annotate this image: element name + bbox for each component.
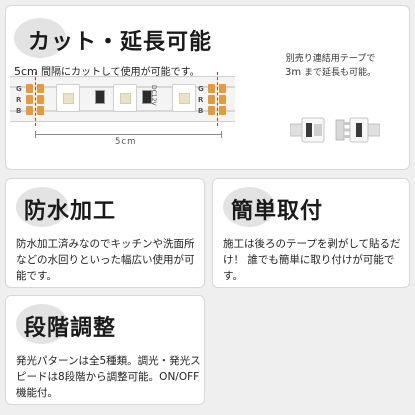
pin-label-b: B: [16, 107, 22, 115]
cut-interval-text: 5cm 間隔にカットして使用が可能です。: [14, 63, 200, 78]
led-chip: [172, 84, 196, 112]
copper-pad: [208, 95, 215, 104]
title-accent-blob: [16, 187, 68, 227]
led-chip: [113, 84, 137, 112]
extension-length: 3m: [285, 67, 302, 78]
title-accent-blob: [16, 304, 68, 344]
waterproof-card: 防水加工 防水加工済みなのでキッチンや洗面所などの水回りといった幅広い使用が可能…: [5, 178, 205, 288]
copper-pad: [208, 106, 215, 115]
copper-pad: [37, 106, 44, 115]
pin-label-g: G: [198, 85, 204, 93]
led-chip: [56, 84, 80, 112]
resistor: [95, 90, 105, 104]
pin-label-r: R: [16, 96, 22, 104]
cut-interval-value: 5cm: [14, 65, 38, 78]
led-strip-illustration: G R B DC12V G R B: [10, 72, 235, 126]
connector-illustration: [290, 117, 380, 143]
copper-pad: [37, 95, 44, 104]
easy-install-description: 施工は後ろのテープを剥がして貼るだけ！ 誰でも簡単に取り付けが可能です。: [223, 238, 401, 282]
resistor: [142, 90, 152, 104]
copper-pad: [26, 84, 33, 93]
copper-pad: [26, 106, 33, 115]
copper-pad: [208, 84, 215, 93]
extension-note-line1: 別売り連結用テープで: [285, 54, 376, 64]
dimension-label: 5cm: [115, 137, 137, 147]
title-accent-blob: [14, 18, 66, 58]
cut-interval-description: 間隔にカットして使用が可能です。: [40, 67, 200, 78]
step-adjust-title: 段階調整: [24, 316, 117, 341]
copper-pad: [37, 84, 44, 93]
dimension-line: [35, 131, 222, 138]
pin-label-g: G: [16, 85, 22, 93]
extension-note-text: まで延長も可能。: [303, 68, 376, 78]
copper-pad: [219, 95, 226, 104]
pin-label-r: R: [198, 96, 204, 104]
waterproof-description: 防水加工済みなのでキッチンや洗面所などの水回りといった幅広い使用が可能です。: [16, 238, 195, 282]
copper-pad: [219, 106, 226, 115]
cut-line: [217, 72, 218, 126]
easy-install-card: 簡単取付 施工は後ろのテープを剥がして貼るだけ！ 誰でも簡単に取り付けが可能です…: [212, 178, 410, 288]
easy-install-title: 簡単取付: [231, 199, 324, 224]
copper-pad: [219, 84, 226, 93]
cut-extend-title: カット・延長可能: [28, 30, 213, 55]
extension-note-line2: 3m まで延長も可能。: [258, 66, 403, 80]
pin-label-b: B: [198, 107, 204, 115]
cut-line: [35, 72, 36, 126]
voltage-label: DC12V: [150, 85, 157, 106]
waterproof-title: 防水加工: [24, 199, 117, 224]
step-adjust-description: 発光パターンは全5種類。調光・発光スピードは8段階から調整可能。ON/OFF機能…: [16, 355, 201, 399]
step-adjust-card: 段階調整 発光パターンは全5種類。調光・発光スピードは8段階から調整可能。ON/…: [5, 295, 205, 405]
extension-note: 別売り連結用テープで 3m まで延長も可能。: [258, 52, 403, 80]
copper-pad: [26, 95, 33, 104]
title-accent-blob: [223, 187, 275, 227]
